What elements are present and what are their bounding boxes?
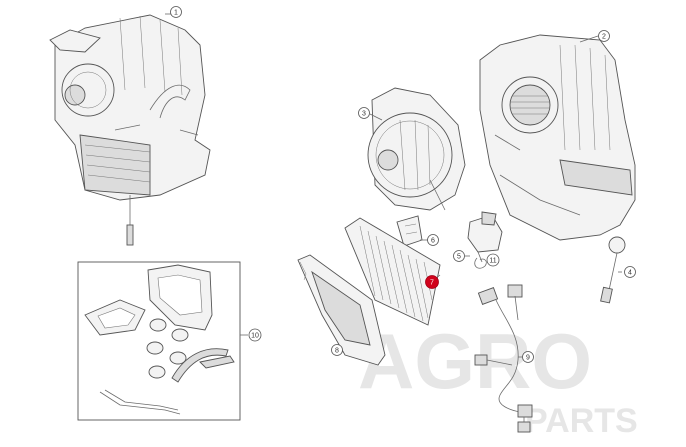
part-2-blower-unit[interactable] bbox=[479, 34, 636, 241]
part-8-filter-frame[interactable] bbox=[297, 254, 386, 366]
callout-4[interactable]: 4 bbox=[624, 266, 636, 278]
callout-label: 8 bbox=[335, 348, 339, 355]
callout-label: 10 bbox=[251, 333, 259, 340]
callout-label: 9 bbox=[526, 355, 530, 362]
part-10-seal-kit[interactable] bbox=[77, 261, 241, 421]
part-3-blower-motor[interactable] bbox=[367, 87, 466, 211]
callout-7[interactable]: 7 bbox=[425, 275, 439, 289]
part-1-heater-housing[interactable] bbox=[49, 14, 211, 246]
callout-label: 5 bbox=[457, 254, 461, 261]
part-5-actuator[interactable] bbox=[467, 211, 503, 263]
callout-label: 11 bbox=[489, 258, 496, 265]
callout-10[interactable]: 10 bbox=[248, 328, 262, 342]
callout-label: 7 bbox=[430, 280, 434, 287]
callout-label: 3 bbox=[362, 111, 366, 118]
callout-3[interactable]: 3 bbox=[358, 107, 370, 119]
watermark: AGRO PARTS bbox=[358, 317, 638, 440]
callout-2[interactable]: 2 bbox=[598, 30, 610, 42]
callout-label: 2 bbox=[602, 34, 606, 41]
part-4-bolt[interactable] bbox=[600, 236, 626, 304]
watermark-line2: PARTS bbox=[525, 402, 638, 440]
callout-11[interactable]: 11 bbox=[486, 253, 500, 267]
callout-5[interactable]: 5 bbox=[453, 250, 465, 262]
callout-label: 4 bbox=[628, 270, 632, 277]
callout-8[interactable]: 8 bbox=[331, 344, 343, 356]
part-9-wiring-harness[interactable] bbox=[474, 284, 533, 433]
callout-6[interactable]: 6 bbox=[427, 234, 439, 246]
part-11-clip[interactable] bbox=[474, 257, 487, 269]
part-7-cabin-filter[interactable] bbox=[344, 217, 441, 326]
callout-label: 6 bbox=[431, 238, 435, 245]
callout-1[interactable]: 1 bbox=[170, 6, 182, 18]
callout-9[interactable]: 9 bbox=[522, 351, 534, 363]
callout-label: 1 bbox=[174, 10, 178, 17]
